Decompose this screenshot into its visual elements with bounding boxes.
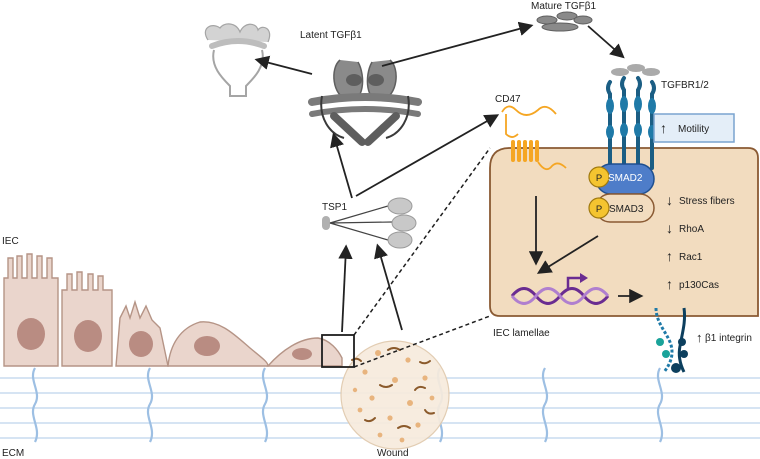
latent-tgfb1-label: Latent TGFβ1: [300, 30, 362, 41]
mature-tgfb1: [536, 11, 593, 32]
b1-integrin-arrow: ↑: [696, 330, 703, 345]
effect-direction-arrow: ↑: [666, 276, 673, 292]
iec-epithelium: [3, 253, 343, 367]
b1-integrin-label: β1 integrin: [705, 333, 752, 344]
transcription-start-icon: [566, 276, 582, 290]
effects-list: ↓ Stress fibers ↓ RhoA ↑ Rac1 ↑ p130Cas: [666, 192, 735, 292]
tsp1-protein: [322, 197, 417, 249]
phospho-label-smad3: P: [596, 204, 602, 215]
ecm-fiber-helix: [31, 367, 39, 443]
cd47-label: CD47: [495, 94, 521, 105]
iec-nucleus: [17, 318, 45, 350]
b1-integrin: [654, 307, 688, 373]
effect-direction-arrow: ↑: [666, 248, 673, 264]
motility-arrow: ↑: [660, 120, 667, 136]
wound-area: [340, 340, 450, 450]
zoom-connector: [353, 315, 491, 368]
iec-nucleus: [194, 336, 220, 356]
iec-nucleus: [292, 348, 312, 360]
tgfbr-label: TGFBR1/2: [661, 80, 709, 91]
effect-direction-arrow: ↓: [666, 220, 673, 236]
ecm-fiber-helix: [541, 367, 549, 443]
effect-label: p130Cas: [679, 280, 719, 291]
effect-direction-arrow: ↓: [666, 192, 673, 208]
latent-tgfb1-complex: [308, 59, 422, 146]
tsp1-label: TSP1: [322, 202, 347, 213]
iec-lamellae-panel: [489, 147, 759, 317]
smad-complex: [588, 163, 655, 223]
iec-nucleus: [129, 331, 153, 357]
dna-gene: [510, 273, 610, 305]
effect-label: Rac1: [679, 252, 703, 263]
iec-lamellae-label: IEC lamellae: [493, 328, 550, 339]
effect-label: Stress fibers: [679, 196, 735, 207]
phospho-smad2: [588, 166, 610, 188]
zoom-connector: [353, 147, 491, 336]
mature-tgfb1-label: Mature TGFβ1: [531, 1, 596, 12]
lamellae-zoom-box: [321, 334, 355, 368]
ecm-fiber-helix: [261, 367, 269, 443]
flow-arrows: [254, 21, 644, 333]
smad2-label: SMAD2: [608, 173, 643, 184]
phospho-label-smad2: P: [596, 173, 602, 184]
ecm-fiber-helix: [656, 367, 664, 443]
phospho-smad3: [588, 197, 610, 219]
smad3-label: SMAD3: [609, 204, 644, 215]
iec-label: IEC: [2, 236, 19, 247]
effect-label: RhoA: [679, 224, 704, 235]
latent-tgfb1-complex-faded: [204, 23, 271, 97]
cd47-receptor: [501, 105, 567, 171]
motility-box: [653, 113, 735, 143]
wound-label: Wound: [377, 448, 409, 459]
motility-label: Motility: [678, 124, 709, 135]
ecm-fiber-helix: [146, 367, 154, 443]
iec-nucleus: [74, 320, 102, 352]
ecm-label: ECM: [2, 448, 24, 459]
